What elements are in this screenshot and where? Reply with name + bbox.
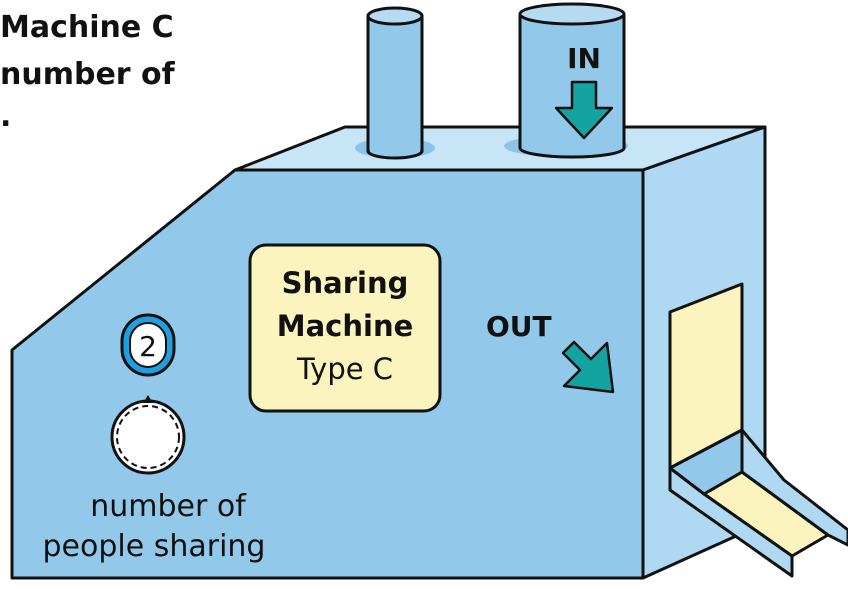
in-pipe	[518, 2, 626, 159]
counter-value: 2	[139, 330, 157, 363]
header-line-2: number of	[0, 57, 176, 92]
nameplate-line-2: Machine	[277, 309, 414, 343]
dial-caption-line-1: number of	[90, 489, 247, 524]
nameplate-line-3: Type C	[296, 352, 393, 386]
dial-caption-line-2: people sharing	[43, 529, 266, 564]
counter-display-inner	[129, 322, 167, 368]
small-input-pipe	[366, 6, 424, 160]
people-dial[interactable]	[110, 395, 186, 475]
dial-pointer-icon	[143, 395, 153, 403]
header-line-3: .	[0, 99, 11, 134]
in-arrow-icon	[554, 80, 614, 140]
output-chute	[668, 428, 848, 578]
out-arrow-icon	[561, 340, 615, 394]
out-label: OUT	[486, 310, 552, 343]
nameplate-line-1: Sharing	[282, 266, 409, 300]
header-line-1: Machine C	[0, 10, 174, 45]
nameplate	[248, 243, 442, 413]
in-label: IN	[567, 42, 601, 75]
